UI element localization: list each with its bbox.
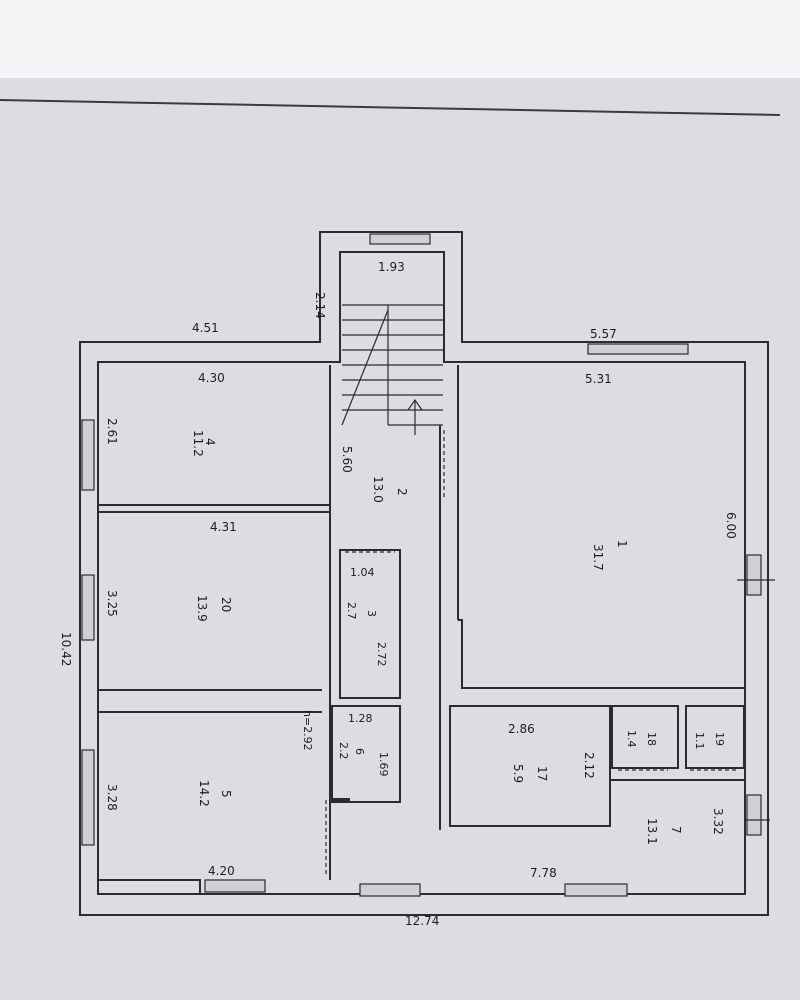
room-7-area: 13.1 (645, 818, 659, 845)
sheet-edge (0, 99, 781, 116)
window-room-1-right (746, 554, 762, 596)
room-18-walls (611, 705, 679, 769)
room-20-number: 20 (219, 597, 233, 612)
window-room-5 (81, 749, 95, 846)
room-5-number: 5 (219, 790, 233, 798)
dim-left-height: 10.42 (59, 632, 73, 666)
room-4-width: 4.30 (198, 371, 225, 385)
window-room-7-right (746, 794, 762, 836)
room-6-width: 1.28 (348, 712, 373, 725)
background-top (0, 0, 800, 80)
dim-bottom-total: 12.74 (405, 914, 439, 928)
window-room-5-bottom (204, 879, 266, 893)
dim-stair-width: 1.93 (378, 260, 405, 274)
room-18-area: 1.4 (625, 730, 638, 748)
window-room-20 (81, 574, 95, 641)
room-17-width: 2.86 (508, 722, 535, 736)
window-room-1-top (587, 343, 689, 355)
room-6-area: 2.2 (337, 742, 350, 760)
height-note: h=2.92 (301, 710, 314, 751)
room-19-walls (685, 705, 745, 769)
room-1-wall-bottom (458, 619, 745, 689)
window-room-4 (81, 419, 95, 491)
room-7-depth: 3.32 (711, 808, 725, 835)
dim-stair-depth: 2.14 (313, 292, 327, 319)
room-20-width: 4.31 (210, 520, 237, 534)
room-3-width: 1.04 (350, 566, 375, 579)
room-2-number: 2 (395, 488, 409, 496)
bottom-left-offset (98, 879, 201, 894)
dim-right-top: 5.57 (590, 327, 617, 341)
room-19-area: 1.1 (693, 732, 706, 750)
room-4-number: 4 (203, 438, 217, 446)
room-6-number: 6 (353, 748, 366, 755)
room-4-area: 11.2 (191, 430, 205, 457)
room-1-depth: 6.00 (724, 512, 738, 539)
window-stair (369, 233, 431, 245)
room-20-depth: 3.25 (105, 590, 119, 617)
room-1-number: 1 (615, 540, 629, 548)
room-18-number: 18 (645, 732, 658, 746)
room-20-area: 13.9 (195, 595, 209, 622)
room-19-number: 19 (713, 732, 726, 746)
dim-bottom-right: 7.78 (530, 866, 557, 880)
room-1-width: 5.31 (585, 372, 612, 386)
room-3-walls (339, 549, 401, 699)
room-2-length: 5.60 (340, 446, 354, 473)
room-3-number: 3 (365, 610, 378, 617)
room-17-area: 5.9 (511, 764, 525, 783)
room-3-depth: 2.72 (375, 642, 388, 667)
room-17-depth: 2.12 (582, 752, 596, 779)
room-6-walls (331, 705, 401, 803)
window-bottom-2 (359, 883, 421, 897)
room-17-walls (449, 705, 611, 827)
room-4-depth: 2.61 (105, 418, 119, 445)
room-6-depth: 1.69 (377, 752, 390, 777)
room-7-number: 7 (669, 826, 683, 834)
stair-arrow-icon (407, 398, 423, 435)
room-17-number: 17 (535, 766, 549, 781)
inner-wall-line (97, 251, 746, 895)
room-5-area: 14.2 (197, 780, 211, 807)
room-1-area: 31.7 (591, 544, 605, 571)
room-3-area: 2.7 (345, 602, 358, 620)
staircase (341, 304, 443, 426)
window-bottom-3 (564, 883, 628, 897)
dim-left-top: 4.51 (192, 321, 219, 335)
room-2-area: 13.0 (371, 476, 385, 503)
room-5-width: 4.20 (208, 864, 235, 878)
outer-wall (79, 231, 769, 916)
room-5-depth: 3.28 (105, 784, 119, 811)
